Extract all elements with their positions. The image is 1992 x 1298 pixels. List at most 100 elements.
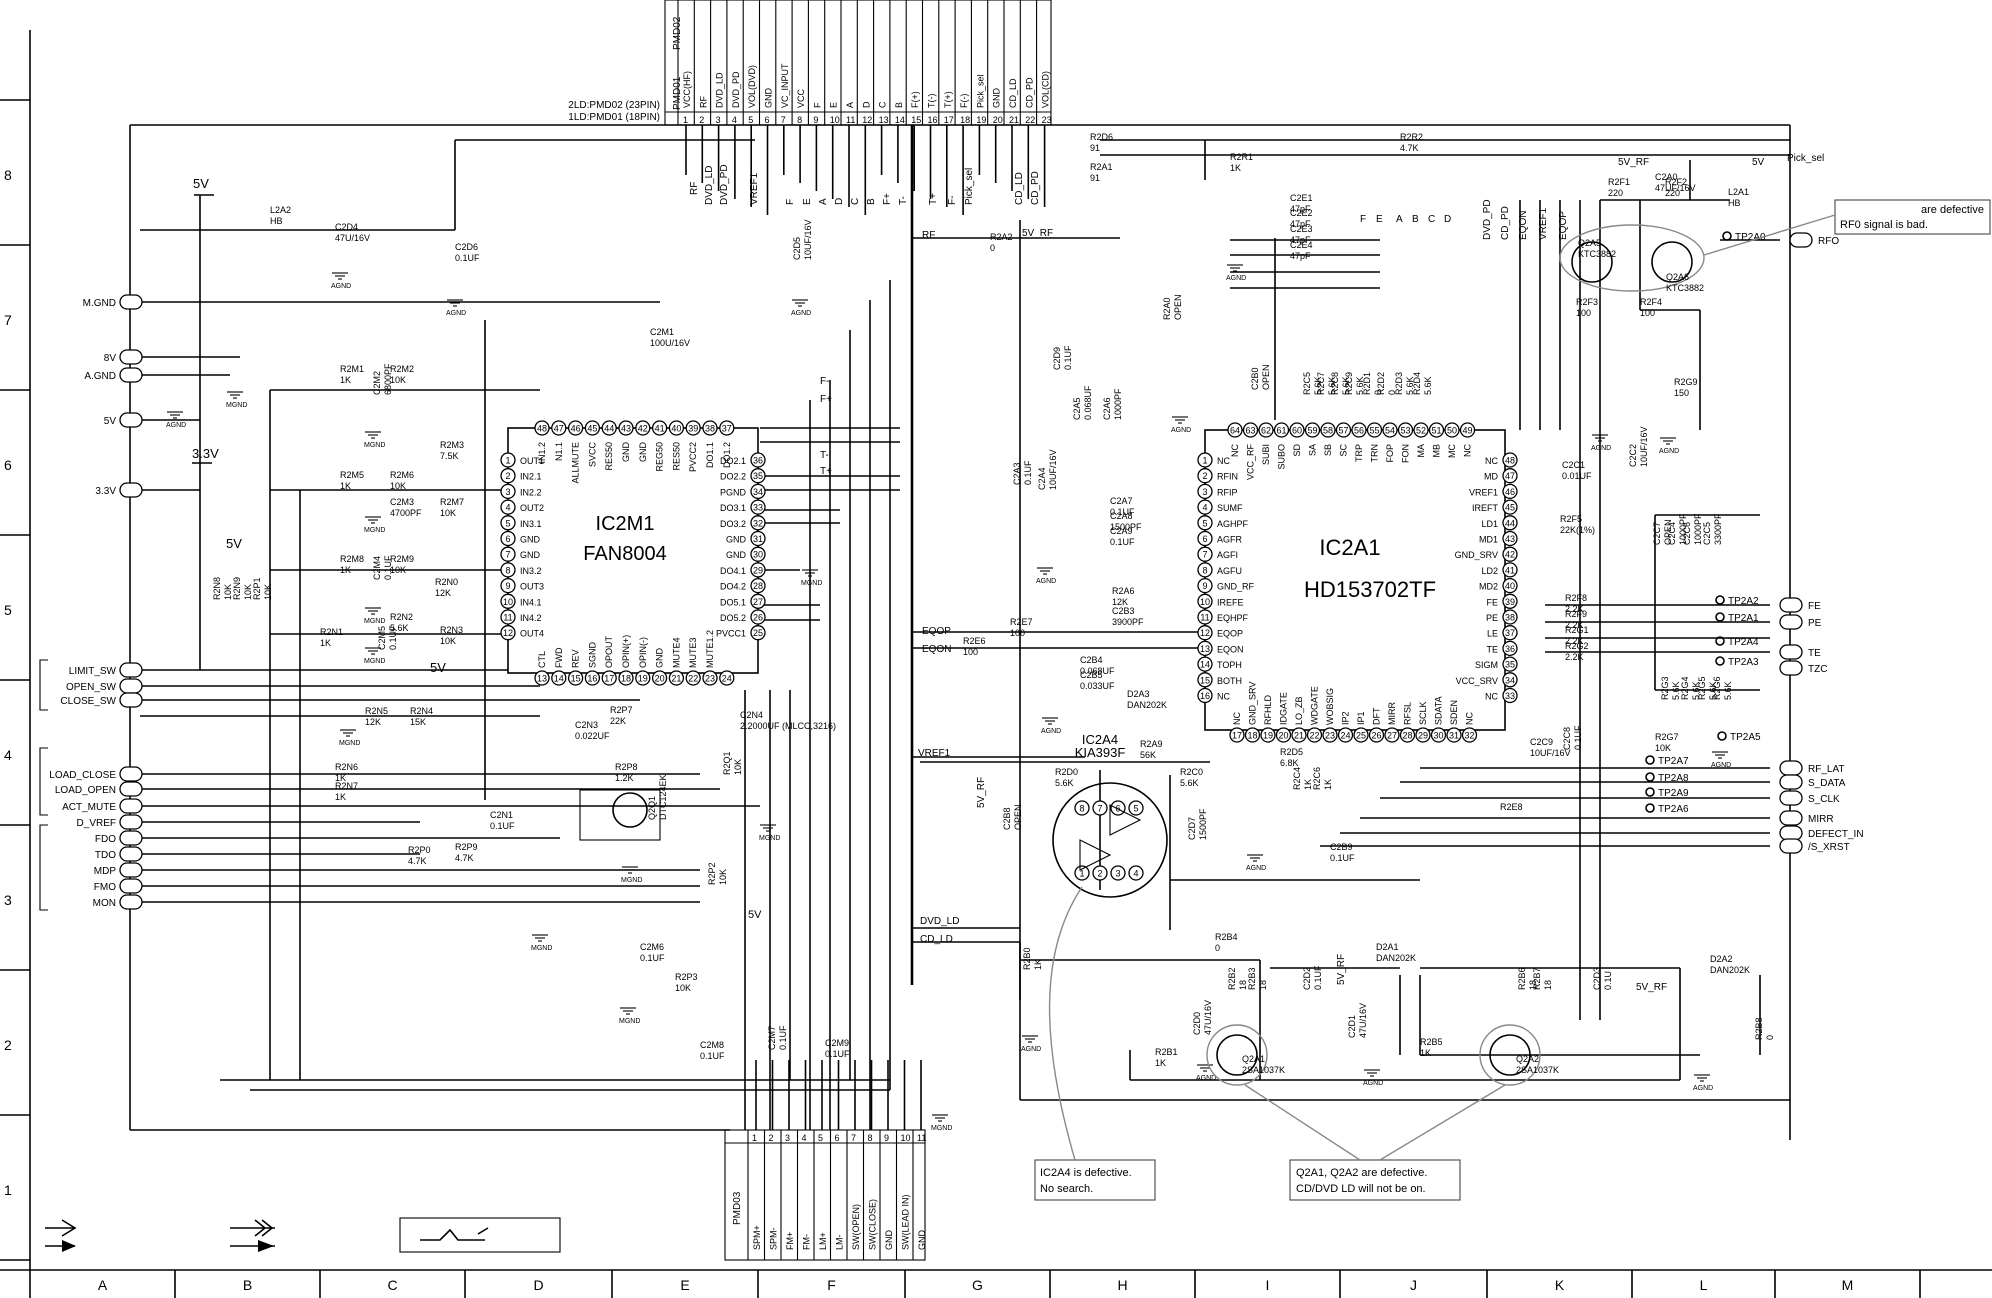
component-value: 0.1UF [490, 821, 515, 831]
ic2m1-pin-number: 21 [671, 674, 681, 684]
ic2a1-pin-number: 29 [1418, 731, 1428, 741]
bottom-signal: SPM+ [752, 1225, 762, 1250]
component-ref: C2C6 [1682, 522, 1692, 545]
ic2a1-pin-name: RFHLD [1263, 694, 1273, 725]
component-ref: Q2A6 [1666, 272, 1689, 282]
ground-symbol: MGND [364, 607, 385, 625]
net-label: T- [820, 450, 829, 461]
component-ref: R2P7 [610, 705, 633, 715]
header-signal: GND [764, 88, 774, 109]
component-ref: R2M6 [390, 470, 414, 480]
ic2m1-pin-name: OUT1 [520, 456, 544, 466]
ic2m1-pin [750, 515, 766, 531]
header-pin-number: 22 [1025, 115, 1035, 125]
test-point-label: TP2A1 [1728, 613, 1759, 624]
ic2a4-pin [1074, 865, 1090, 881]
component-value: 91 [1090, 173, 1100, 183]
left-signal-label: 3.3V [95, 486, 116, 497]
test-point-label: TP2A8 [1658, 773, 1689, 784]
ic2m1-pin [651, 670, 668, 686]
component-ref: R2F1 [1608, 177, 1630, 187]
ic2a1-pin-number: 4 [1202, 503, 1207, 513]
ic2a1-pin-number: 22 [1309, 731, 1319, 741]
component-value: 10K [243, 584, 253, 600]
ic2m1-pin-name: IN2.2 [520, 487, 542, 497]
component-ref: R2B5 [1420, 1037, 1443, 1047]
component-ref: R2A2 [990, 232, 1013, 242]
component-ref: R2F5 [1560, 514, 1582, 524]
net-label: VREF1 [1538, 207, 1549, 240]
component-ref: C2C5 [1702, 522, 1712, 545]
rail-5vrf-top: 5V_RF [1022, 228, 1053, 239]
ic2m1-pin [551, 670, 567, 686]
component-value: 91 [1090, 143, 1100, 153]
ground-symbol: MGND [621, 866, 642, 884]
component-value: 18 [1238, 980, 1248, 990]
ic2a1-pin-number: 52 [1416, 426, 1426, 436]
rail-5vrf-ld2: 5V_RF [1636, 982, 1667, 993]
bottom-pin-number: 10 [901, 1133, 911, 1143]
ic2a1-pin-name: WOBSIG [1325, 688, 1335, 725]
ic2m1-pin-name: DO5.2 [720, 613, 746, 623]
component-ref: R2N3 [440, 625, 463, 635]
component-value: 6.8K [1280, 758, 1299, 768]
ground-label: AGND [1226, 275, 1246, 282]
bottom-signal: FM- [802, 1234, 812, 1250]
component-ref: Q2A2 [1516, 1054, 1539, 1064]
component-ref: R2G5 [1697, 676, 1707, 700]
component-ref: R2C6 [1312, 767, 1322, 790]
ic2a1-pin-number: 5 [1202, 518, 1207, 528]
ic2m1-part: FAN8004 [583, 543, 666, 565]
bottom-signal: LM- [835, 1234, 845, 1250]
header-pin-number: 7 [781, 115, 786, 125]
component-ref: R2G2 [1565, 641, 1589, 651]
component-value: 5.6K [1180, 778, 1199, 788]
ground-label: AGND [1196, 1075, 1216, 1082]
ic2m1-pin-name: IN3.2 [520, 566, 542, 576]
header-signal: RF [698, 96, 708, 108]
ic2a1-pin-number: 21 [1294, 731, 1304, 741]
component-ref: R2G9 [1674, 377, 1698, 387]
ic2a1-pin [1444, 422, 1460, 438]
component-ref: C2B8 [1002, 807, 1012, 830]
ic2a1-pin-name: VCC_RF [1246, 444, 1256, 481]
component-ref: C2D1 [1347, 1015, 1357, 1038]
ic2a1-pin-number: 25 [1356, 731, 1366, 741]
component-ref: C2A0 [1655, 172, 1678, 182]
note-ic2a4-line1: IC2A4 is defective. [1040, 1167, 1132, 1179]
ic2a1-pin [1197, 593, 1213, 609]
bottom-pin-number: 11 [917, 1133, 926, 1143]
ic2a1-pin-name: GND_RF [1217, 582, 1255, 592]
left-signal-terminal [119, 412, 143, 428]
header-connector-caption-1: 2LD:PMD02 (23PIN) [568, 100, 660, 111]
component-ref: R2B0 [1022, 947, 1032, 970]
ic2a1-pin [1413, 422, 1429, 438]
component-ref: L2A1 [1728, 187, 1749, 197]
ic2a1-pin-name: IP2 [1341, 711, 1351, 725]
component-value: 0.1UF [1023, 460, 1033, 485]
component-value: 0.1UF [1063, 345, 1073, 370]
ic2a1-pin [1502, 577, 1518, 594]
component-ref: R2M3 [440, 440, 464, 450]
ic2a1-pin-number: 26 [1371, 731, 1381, 741]
component-value: 12K [435, 588, 451, 598]
ic2a1-pin-name: LD2 [1481, 566, 1498, 576]
component-ref: R2P0 [408, 845, 431, 855]
ic2a1-pin-number: 23 [1325, 731, 1335, 741]
grid-row-label: 8 [4, 167, 12, 183]
ic2m1-pin-name: FWD [554, 647, 564, 668]
transistors [579, 224, 1705, 1086]
component-ref: R2D5 [1280, 747, 1303, 757]
right-signals: Pick_selRFOFEPETETZCRF_LATS_DATAS_CLKMIR… [1779, 153, 1864, 854]
ic2m1-pin-number: 45 [587, 424, 597, 434]
component-ref: R2E6 [963, 636, 986, 646]
left-signal-label: OPEN_SW [66, 682, 117, 693]
